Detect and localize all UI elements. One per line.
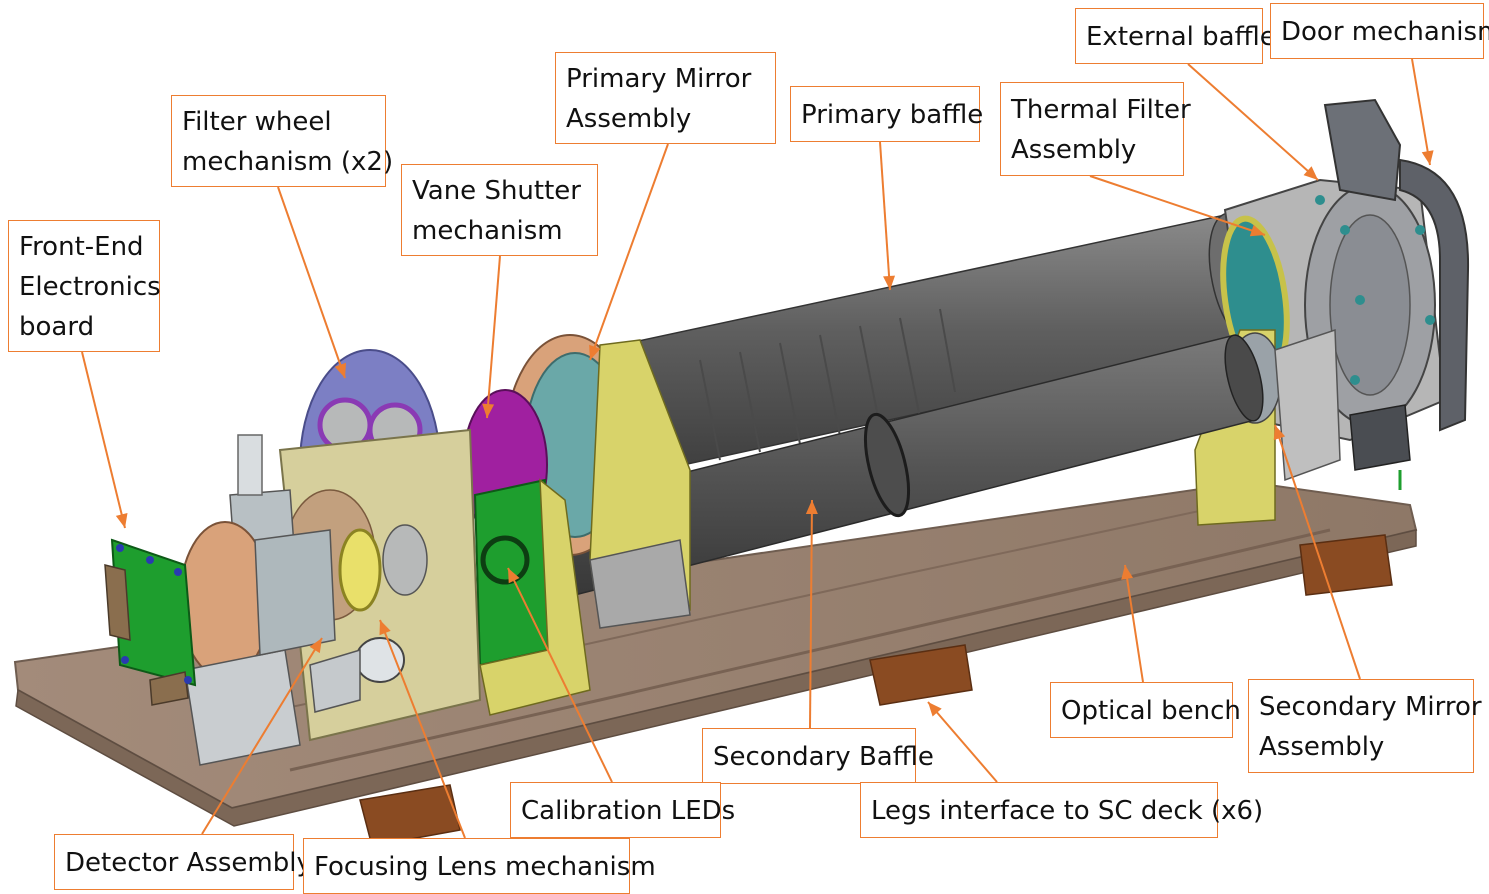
leader-line [1089,175,1266,236]
label-legs-interface: Legs interface to SC deck (x6) [860,782,1264,838]
label-line: Vane Shutter [412,176,581,206]
label-line: Primary baffle [801,100,984,130]
legs [359,534,1393,847]
label-calibration-leds: Calibration LEDs [510,782,736,838]
leader-line [879,141,891,291]
leader-line [809,499,813,729]
leader-line [486,255,501,419]
leader-arrowhead [482,403,495,418]
label-line: Legs interface to SC deck (x6) [871,796,1264,826]
leader-line [1274,424,1361,680]
leader-line [1411,58,1431,166]
label-line: mechanism (x2) [182,147,394,177]
leader-arrowhead [1273,425,1286,441]
leader-arrowhead [1421,150,1434,165]
label-filter-wheel-mechanism: Filter wheel mechanism (x2) [171,95,394,187]
leader-line [1124,564,1144,683]
label-line: Filter wheel [182,107,332,137]
label-line: Electronics [19,272,161,302]
label-primary-baffle: Primary baffle [790,86,984,142]
leader-arrowhead [1249,224,1265,237]
leader-arrowhead [115,512,128,528]
label-secondary-baffle: Secondary Baffle [702,728,934,784]
label-line: External baffle [1086,22,1276,52]
leader-line [1187,63,1319,181]
front-end-board-part [104,538,197,706]
leader-arrowhead [334,362,347,378]
leader-arrowhead [508,568,520,584]
label-optical-bench: Optical bench [1050,682,1241,738]
leader-arrowhead [1303,166,1318,180]
label-line: Thermal Filter [1011,95,1191,125]
leader-line [589,143,669,361]
secondary-baffle-part [554,334,1264,596]
leader-line [379,619,466,839]
leader-line [201,637,323,835]
label-line: Primary Mirror [566,64,752,94]
leader-lines [81,58,1434,839]
leader-arrowhead [379,620,391,636]
label-focusing-lens-mechanism: Focusing Lens mechanism [303,838,656,894]
label-door-mechanism: Door mechanism [1270,3,1489,59]
leader-arrowhead [589,344,601,360]
label-line: mechanism [412,216,563,246]
optical-bench-edge [15,529,1417,827]
leader-arrowhead [805,500,818,515]
leg-icon [1299,534,1393,596]
label-line: Calibration LEDs [521,796,736,826]
label-line: Front-End [19,232,144,262]
label-line: Door mechanism [1281,17,1489,47]
leader-line [927,701,998,783]
label-line: board [19,312,95,342]
label-detector-assembly: Detector Assembly [54,834,312,890]
label-external-baffle: External baffle [1075,8,1276,64]
label-line: Assembly [1011,135,1137,165]
leader-line [277,186,346,379]
label-line: Assembly [566,104,692,134]
bench-rib [289,528,1331,772]
label-vane-shutter-mechanism: Vane Shutter mechanism [401,164,598,256]
leader-arrowhead [928,702,942,717]
label-line: Assembly [1259,732,1385,762]
label-line: Secondary Baffle [713,742,934,772]
label-line: Detector Assembly [65,848,312,878]
leg-icon [869,644,973,706]
label-line: Focusing Lens mechanism [314,852,656,882]
leg-icon [359,784,461,847]
detector-assembly-part [179,434,336,766]
leader-arrowhead [309,638,322,654]
leader-arrowhead [1121,565,1134,580]
label-line: Optical bench [1061,696,1241,726]
leader-line [81,351,126,529]
leader-line [507,567,613,783]
label-line: Secondary Mirror [1259,692,1482,722]
leader-arrowhead [883,275,896,290]
door-mechanism-part [1323,98,1470,490]
